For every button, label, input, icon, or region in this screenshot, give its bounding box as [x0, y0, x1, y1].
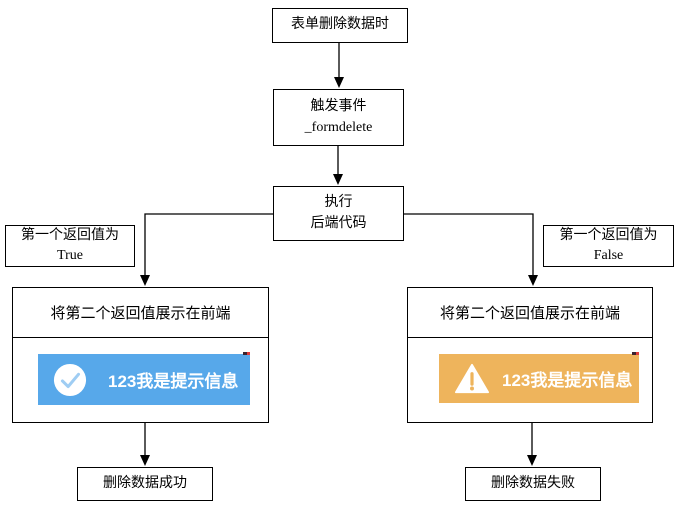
toast-corner-artifact: [243, 352, 250, 355]
node-trigger-label-line1: 触发事件: [310, 99, 367, 115]
success-toast-message: 123我是提示信息: [108, 372, 239, 391]
branch-false-line1: 第一个返回值为: [559, 227, 658, 243]
node-execute-label-line2: 后端代码: [310, 215, 367, 231]
node-form-delete-event: 表单删除数据时: [272, 8, 408, 43]
node-delete-success: 删除数据成功: [77, 467, 213, 501]
node-delete-success-label: 删除数据成功: [103, 475, 187, 491]
success-toast: 123我是提示信息: [38, 352, 250, 405]
branch-true-line1: 第一个返回值为: [21, 227, 119, 243]
show-frontend-left-header: 将第二个返回值展示在前端: [13, 288, 268, 338]
arrowhead-icon: [140, 275, 150, 286]
check-circle-icon: [53, 363, 87, 397]
node-trigger-label-line2: _formdelete: [304, 119, 373, 135]
toast-corner-artifact: [632, 352, 639, 355]
warning-toast-message: 123我是提示信息: [502, 371, 633, 390]
warning-toast: 123我是提示信息: [439, 352, 639, 403]
node-show-frontend-fail: 将第二个返回值展示在前端 123我是提示信息: [407, 287, 653, 423]
branch-label-false: 第一个返回值为 False: [543, 225, 674, 267]
arrowhead-icon: [527, 455, 537, 466]
branch-label-true: 第一个返回值为 True: [5, 225, 135, 267]
show-frontend-right-label: 将第二个返回值展示在前端: [439, 306, 620, 322]
arrow-execute-to-right: [404, 213, 534, 276]
arrowhead-icon: [140, 455, 150, 466]
node-delete-fail-label: 删除数据失败: [491, 475, 575, 491]
arrow-execute-to-left: [144, 213, 273, 276]
arrowhead-icon: [333, 174, 343, 185]
node-form-delete-label: 表单删除数据时: [291, 17, 389, 33]
node-show-frontend-success: 将第二个返回值展示在前端 123我是提示信息: [12, 287, 269, 423]
branch-true-line2: True: [57, 248, 83, 263]
node-trigger-event: 触发事件 _formdelete: [273, 89, 404, 146]
warning-triangle-icon: [455, 363, 489, 394]
arrowhead-icon: [334, 77, 344, 88]
node-execute-backend: 执行 后端代码: [273, 186, 404, 241]
node-delete-fail: 删除数据失败: [465, 467, 601, 501]
node-execute-label-line1: 执行: [324, 195, 353, 211]
show-frontend-left-label: 将第二个返回值展示在前端: [50, 306, 231, 322]
branch-false-line2: False: [593, 248, 624, 263]
show-frontend-right-header: 将第二个返回值展示在前端: [408, 288, 652, 338]
arrowhead-icon: [528, 275, 538, 286]
